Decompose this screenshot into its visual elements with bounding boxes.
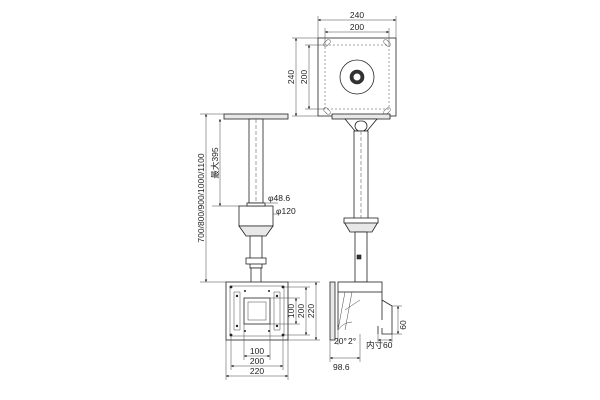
center-ring [339, 59, 375, 95]
top-width-inner-label: 200 [350, 22, 364, 32]
ceiling-plate-inner [324, 44, 390, 110]
pipe-clamp [245, 257, 267, 265]
vesa-center-window [243, 297, 271, 325]
side-lock-knob [356, 254, 362, 260]
plate-height-200-label: 200 [296, 304, 306, 318]
vesa-holes [229, 285, 285, 337]
plate-width-200-label: 200 [250, 356, 264, 366]
pipe-diameter-label: φ48.6 [268, 193, 290, 203]
side-vesa-plate [329, 281, 336, 341]
collar-cone [238, 225, 274, 237]
tilt-head-sides [337, 292, 383, 330]
mounting-slot [383, 39, 391, 47]
side-bracket-slot [354, 120, 368, 132]
center-hole-core [353, 73, 361, 81]
tilt-angle-label: 20° [334, 336, 347, 346]
top-view: 240 200 240 200 [286, 10, 397, 117]
inner-size-label: 内寸60 [366, 340, 393, 350]
collar-diameter-label: φ120 [276, 206, 296, 216]
depth-label: 98.6 [333, 362, 350, 372]
front-view: 700/800/900/1000/1100 最大395 φ48.6 φ120 1… [196, 113, 320, 380]
side-collar [343, 217, 379, 224]
collar-housing [238, 205, 274, 227]
tilt-angle-arc [337, 321, 353, 331]
front-ceiling-plate [223, 113, 289, 120]
top-height-outer-label: 240 [286, 70, 296, 84]
plate-width-100-label: 100 [250, 346, 264, 356]
mounting-slot [323, 107, 331, 115]
vesa-slot-rails [233, 291, 281, 331]
top-width-outer-label: 240 [350, 10, 364, 20]
plate-height-220-label: 220 [306, 304, 316, 318]
top-height-inner-label: 200 [299, 70, 309, 84]
plate-width-220-label: 220 [250, 366, 264, 376]
swivel-angle-label: 2° [348, 336, 356, 346]
side-view: 20° 2° 98.6 内寸60 60 [329, 113, 408, 372]
tilt-arms [337, 291, 361, 331]
side-ceiling-plate [331, 113, 391, 120]
hook-height-label: 60 [398, 320, 408, 330]
max-stroke-label: 最大395 [210, 147, 220, 178]
plate-height-100-label: 100 [286, 304, 296, 318]
side-collar-cone [343, 221, 379, 233]
height-range-label: 700/800/900/1000/1100 [196, 153, 206, 242]
collar-top [246, 202, 266, 207]
mounting-slot [323, 39, 331, 47]
hook-bracket [381, 299, 393, 335]
vesa-center-window-inner [247, 301, 267, 321]
vesa-plate-frame [229, 285, 285, 337]
tilt-head-top [337, 281, 383, 293]
vesa-plate-outer [225, 281, 289, 341]
